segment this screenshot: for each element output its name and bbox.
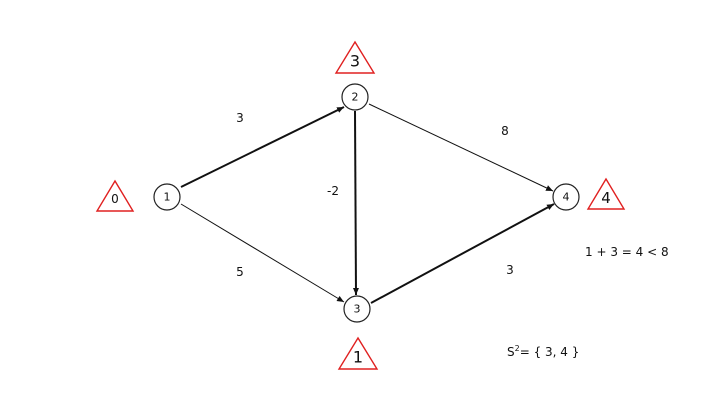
set-superscript: 2 bbox=[515, 344, 520, 353]
edge-weight-3-4: 3 bbox=[506, 263, 514, 277]
set-note: S2= { 3, 4 } bbox=[507, 344, 579, 359]
edge-weight-2-3: -2 bbox=[327, 184, 339, 198]
edge-1-2 bbox=[180, 106, 345, 188]
comparison-note: 1 + 3 = 4 < 8 bbox=[585, 245, 669, 259]
distance-triangle-node-3: 1 bbox=[337, 336, 379, 370]
set-prefix: S bbox=[507, 345, 515, 359]
edge-2-4 bbox=[368, 103, 554, 192]
node-3-label: 3 bbox=[354, 303, 361, 316]
edge-1-3 bbox=[180, 203, 345, 303]
edge-weight-2-4: 8 bbox=[501, 124, 509, 138]
edge-weight-1-3: 5 bbox=[236, 265, 244, 279]
edge-3-4 bbox=[370, 203, 555, 304]
node-1: 1 bbox=[153, 183, 181, 211]
distance-triangle-node-4: 4 bbox=[586, 177, 626, 210]
edge-weight-1-2: 3 bbox=[236, 111, 244, 125]
distance-triangle-node-1: 0 bbox=[95, 179, 135, 212]
node-1-label: 1 bbox=[164, 191, 171, 204]
distance-value-node-3: 1 bbox=[353, 348, 363, 367]
node-2-label: 2 bbox=[352, 91, 359, 104]
node-4: 4 bbox=[552, 183, 580, 211]
node-2: 2 bbox=[341, 83, 369, 111]
node-3: 3 bbox=[343, 295, 371, 323]
distance-value-node-2: 3 bbox=[350, 52, 360, 71]
node-4-label: 4 bbox=[563, 191, 570, 204]
edge-2-3 bbox=[352, 110, 359, 296]
distance-value-node-4: 4 bbox=[601, 189, 611, 207]
distance-value-node-1: 0 bbox=[111, 192, 119, 206]
distance-triangle-node-2: 3 bbox=[334, 40, 376, 74]
set-body: = { 3, 4 } bbox=[520, 345, 580, 359]
